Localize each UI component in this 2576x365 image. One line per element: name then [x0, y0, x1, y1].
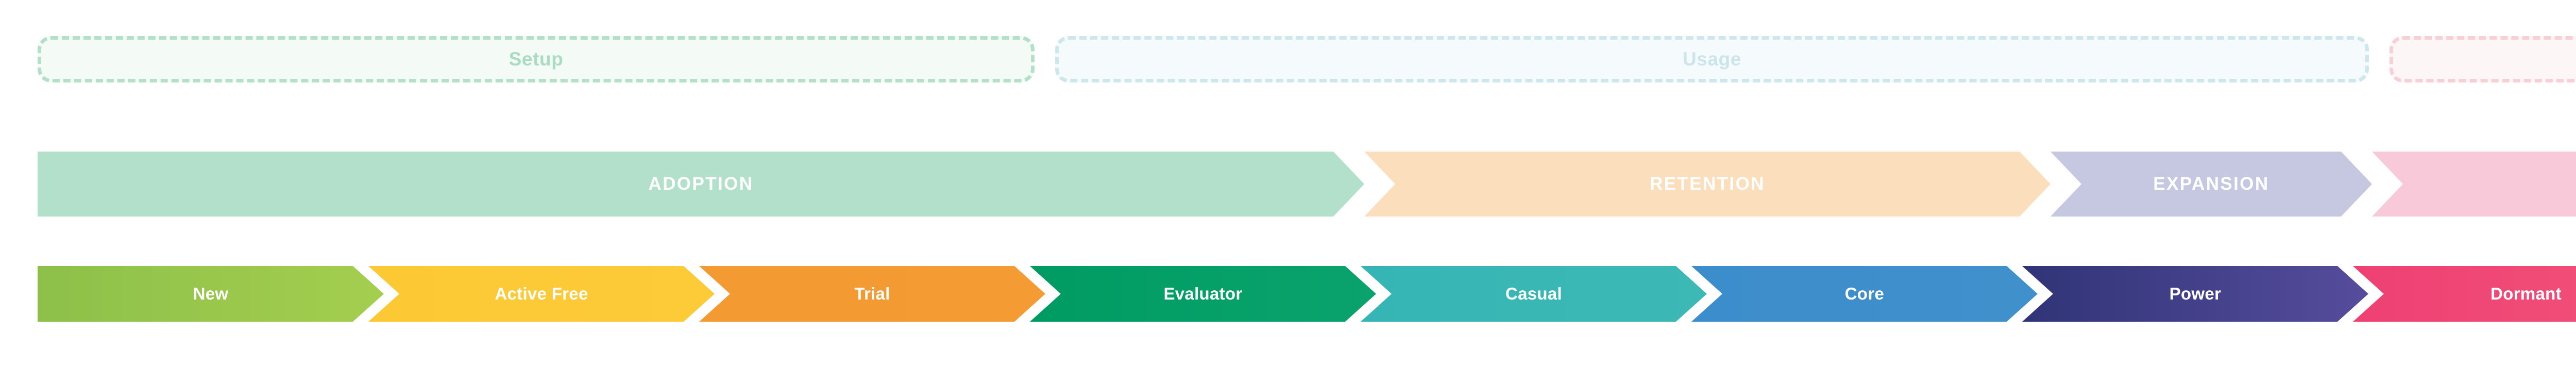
macro-stage-band-row: ADOPTIONRETENTIONEXPANSIONRESURRECTION — [0, 152, 2576, 217]
stage-active-free[interactable]: Active Free — [368, 266, 715, 322]
stage-core[interactable]: Core — [1691, 266, 2038, 322]
phase-label: Setup — [509, 48, 564, 70]
macro-stage-resurrection[interactable]: RESURRECTION — [2372, 152, 2576, 217]
stage-new[interactable]: New — [38, 266, 384, 322]
stage-evaluator[interactable]: Evaluator — [1030, 266, 1376, 322]
phase-label: Usage — [1682, 48, 1742, 70]
phase-box-setup[interactable]: Setup — [38, 36, 1035, 82]
macro-stage-adoption[interactable]: ADOPTION — [38, 152, 1364, 217]
stage-power[interactable]: Power — [2022, 266, 2368, 322]
macro-stage-retention[interactable]: RETENTION — [1364, 152, 2050, 217]
stage-trial[interactable]: Trial — [699, 266, 1045, 322]
phase-box-usage[interactable]: Usage — [1055, 36, 2369, 82]
phase-box-resurrection[interactable]: Resurrection — [2389, 36, 2576, 82]
macro-stage-expansion[interactable]: EXPANSION — [2050, 152, 2372, 217]
stage-casual[interactable]: Casual — [1361, 266, 1707, 322]
stage-dormant[interactable]: Dormant — [2353, 266, 2576, 322]
